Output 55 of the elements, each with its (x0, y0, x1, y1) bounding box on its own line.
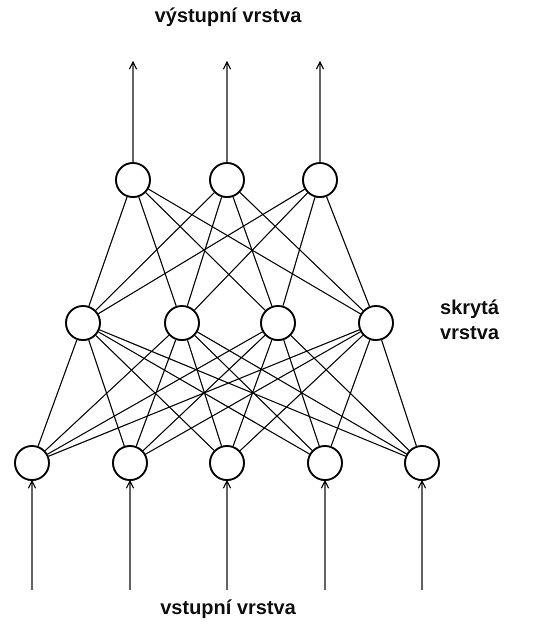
connection-line (99, 329, 406, 457)
layer-label: výstupní vrstva (154, 4, 302, 29)
arrow (320, 480, 330, 590)
neuron-circle (164, 305, 200, 341)
connection-line (290, 335, 410, 451)
layer-label: skrytá vrstva (440, 296, 500, 346)
connection-line (381, 340, 417, 446)
neuron-circle (307, 445, 343, 481)
connection-line (98, 332, 310, 454)
connection-line (95, 192, 215, 311)
connection-line (194, 335, 313, 451)
neuron-circle (209, 445, 245, 481)
connection-line (98, 188, 305, 314)
connection-line (145, 192, 266, 311)
neuron-circle (260, 305, 296, 341)
neuron-circle (209, 162, 245, 198)
connection-line (44, 334, 170, 452)
connection-line (186, 196, 222, 306)
neuron-circle (115, 162, 151, 198)
connection-line (326, 196, 370, 306)
connection-line (197, 332, 407, 454)
connection-line (240, 334, 364, 452)
connection-line (148, 188, 361, 314)
arrow (316, 61, 324, 162)
arrow (128, 61, 138, 162)
connection-line (330, 340, 370, 446)
neuron-circle (14, 445, 50, 481)
connection-line (142, 334, 266, 452)
arrow (418, 480, 426, 590)
neuron-circle (404, 445, 440, 481)
connection-line (283, 340, 320, 446)
arrow (126, 480, 134, 590)
neuron-circle (65, 305, 101, 341)
connection-line (95, 335, 215, 451)
arrow (222, 480, 232, 590)
connection-line (232, 340, 272, 446)
connection-line (48, 329, 360, 457)
connection-line (186, 340, 222, 446)
neuron-circle (302, 162, 338, 198)
arrow (222, 61, 232, 162)
connection-line (88, 340, 125, 446)
connection-line (136, 340, 176, 446)
connection-line (47, 331, 263, 455)
connection-line (138, 196, 177, 306)
arrow (28, 480, 36, 590)
connection-line (282, 197, 316, 306)
neuron-circle (358, 305, 394, 341)
neuron-circle (112, 445, 148, 481)
connection-line (232, 196, 273, 306)
layer-label: vstupní vrstva (159, 596, 297, 621)
connection-line (88, 196, 128, 306)
connection-line (38, 340, 78, 446)
connection-line (145, 331, 361, 455)
connection-line (240, 192, 364, 311)
connection-line (194, 192, 308, 310)
